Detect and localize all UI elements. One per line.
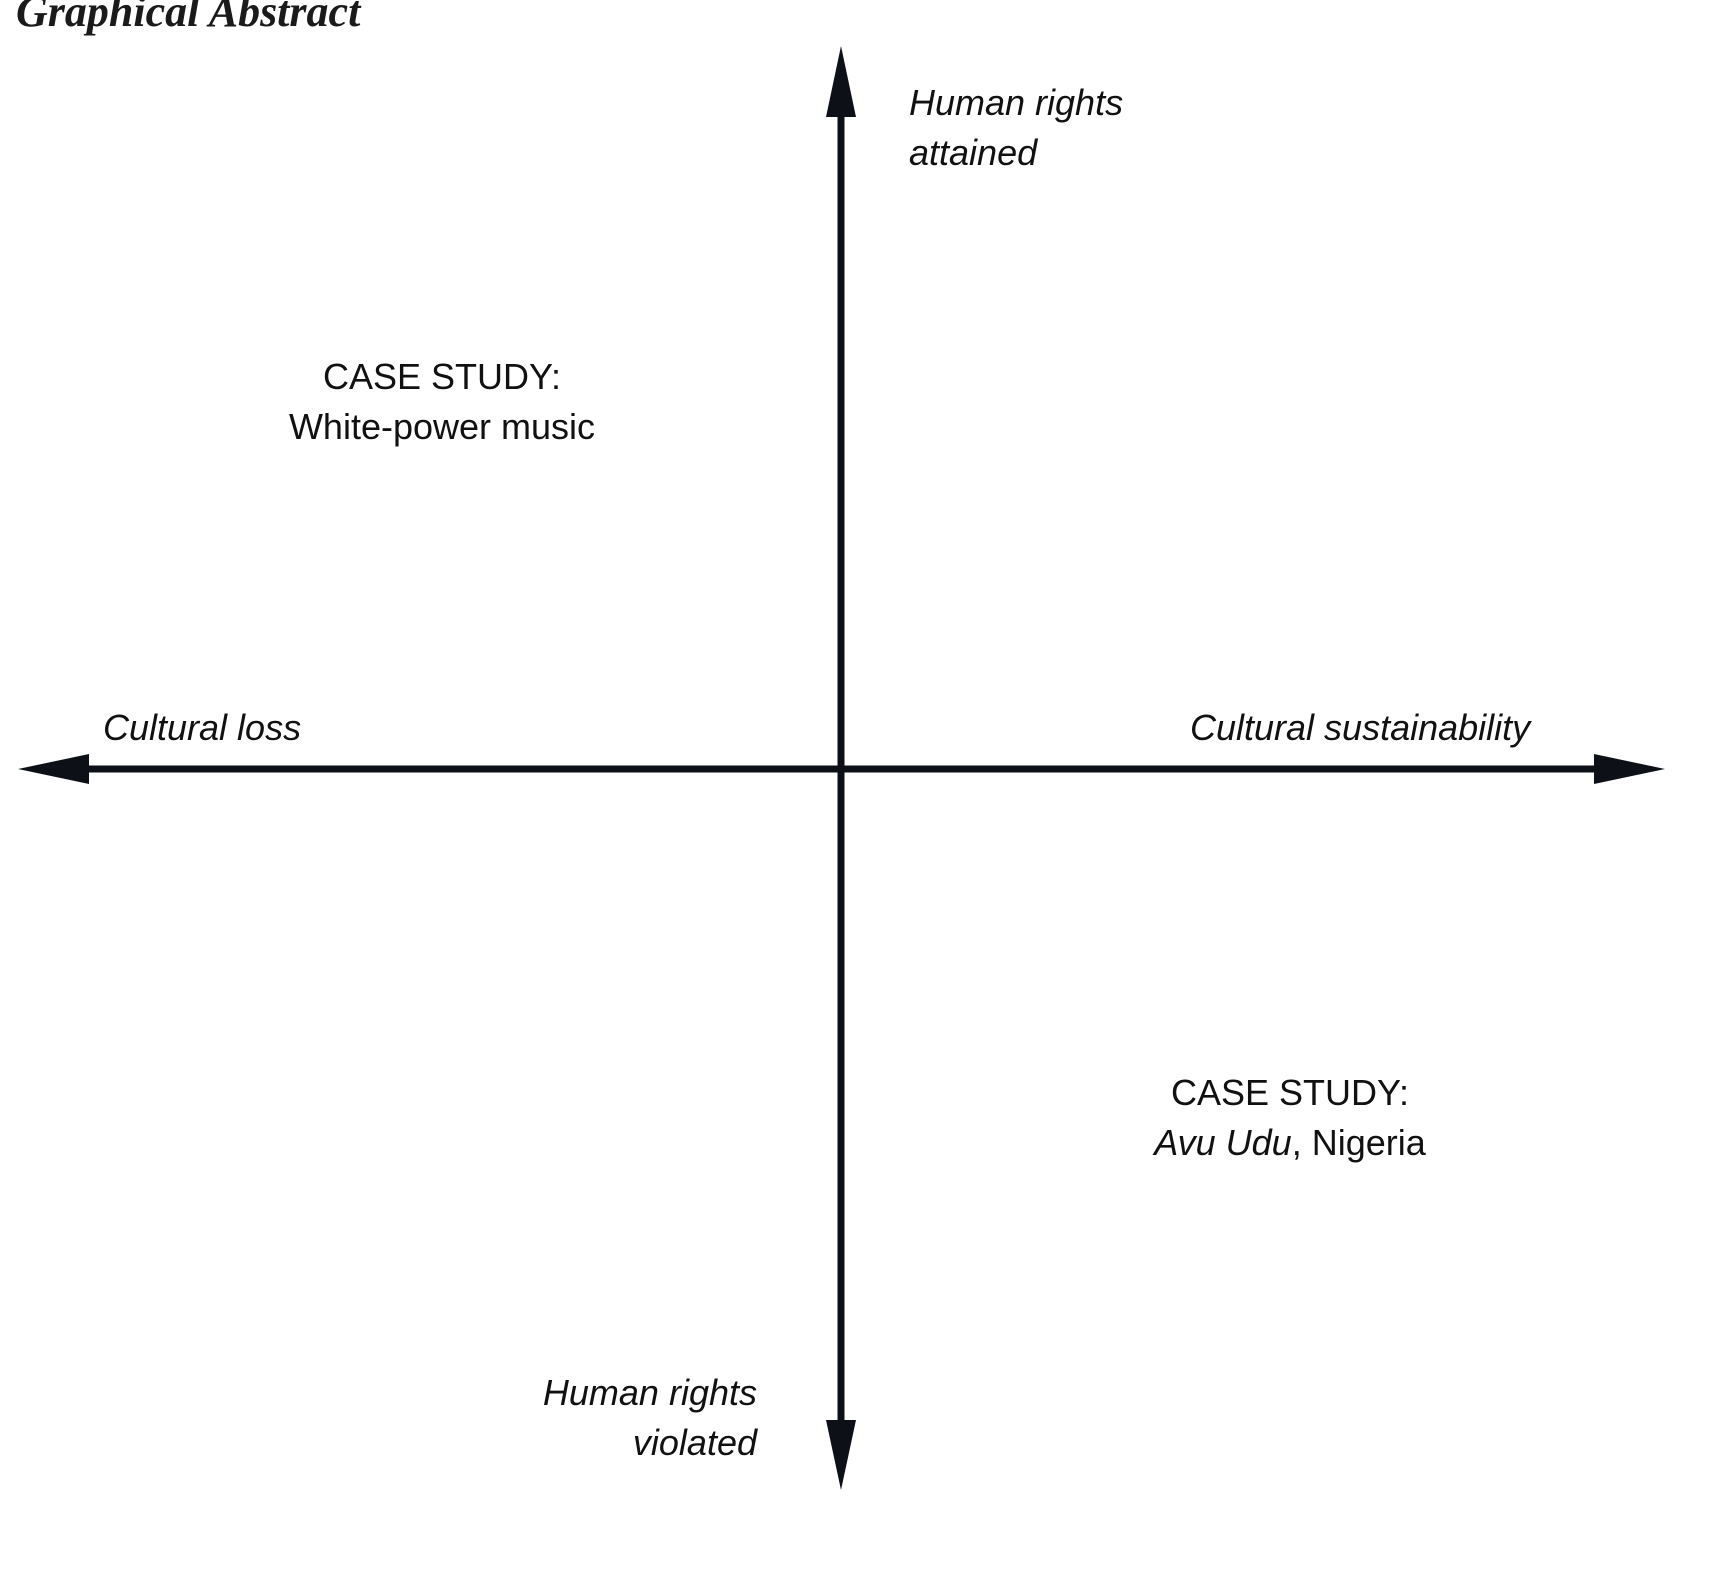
axis-label-line: Human rights: [909, 82, 1124, 123]
axis-label-line: attained: [909, 132, 1038, 173]
arrow-up-icon: [826, 46, 856, 117]
case-study-subject: Avu Udu, Nigeria: [1090, 1118, 1490, 1168]
axis-label-human-rights-violated: Human rights violated: [357, 1368, 757, 1468]
page-title: Graphical Abstract: [16, 0, 361, 36]
axis-label-cultural-sustainability: Cultural sustainability: [1190, 707, 1531, 748]
case-study-heading: CASE STUDY:: [322, 356, 562, 397]
arrow-down-icon: [826, 1420, 856, 1490]
horizontal-axis: [18, 754, 1665, 784]
axis-label-human-rights-attained: Human rights attained: [909, 78, 1123, 178]
case-study-heading: CASE STUDY:: [1170, 1072, 1410, 1113]
case-study-white-power-music: CASE STUDY: White-power music: [242, 352, 642, 452]
case-study-subject: White-power music: [288, 406, 596, 447]
arrow-right-icon: [1594, 754, 1665, 784]
case-study-subject-rest: , Nigeria: [1291, 1122, 1426, 1163]
case-study-avu-udu-nigeria: CASE STUDY: Avu Udu, Nigeria: [1090, 1068, 1490, 1168]
axis-label-cultural-loss: Cultural loss: [103, 707, 302, 748]
axis-label-line: Human rights: [542, 1372, 757, 1413]
axis-label-line: violated: [632, 1422, 757, 1463]
case-study-subject-italic: Avu Udu: [1154, 1122, 1292, 1163]
arrow-left-icon: [18, 754, 89, 784]
